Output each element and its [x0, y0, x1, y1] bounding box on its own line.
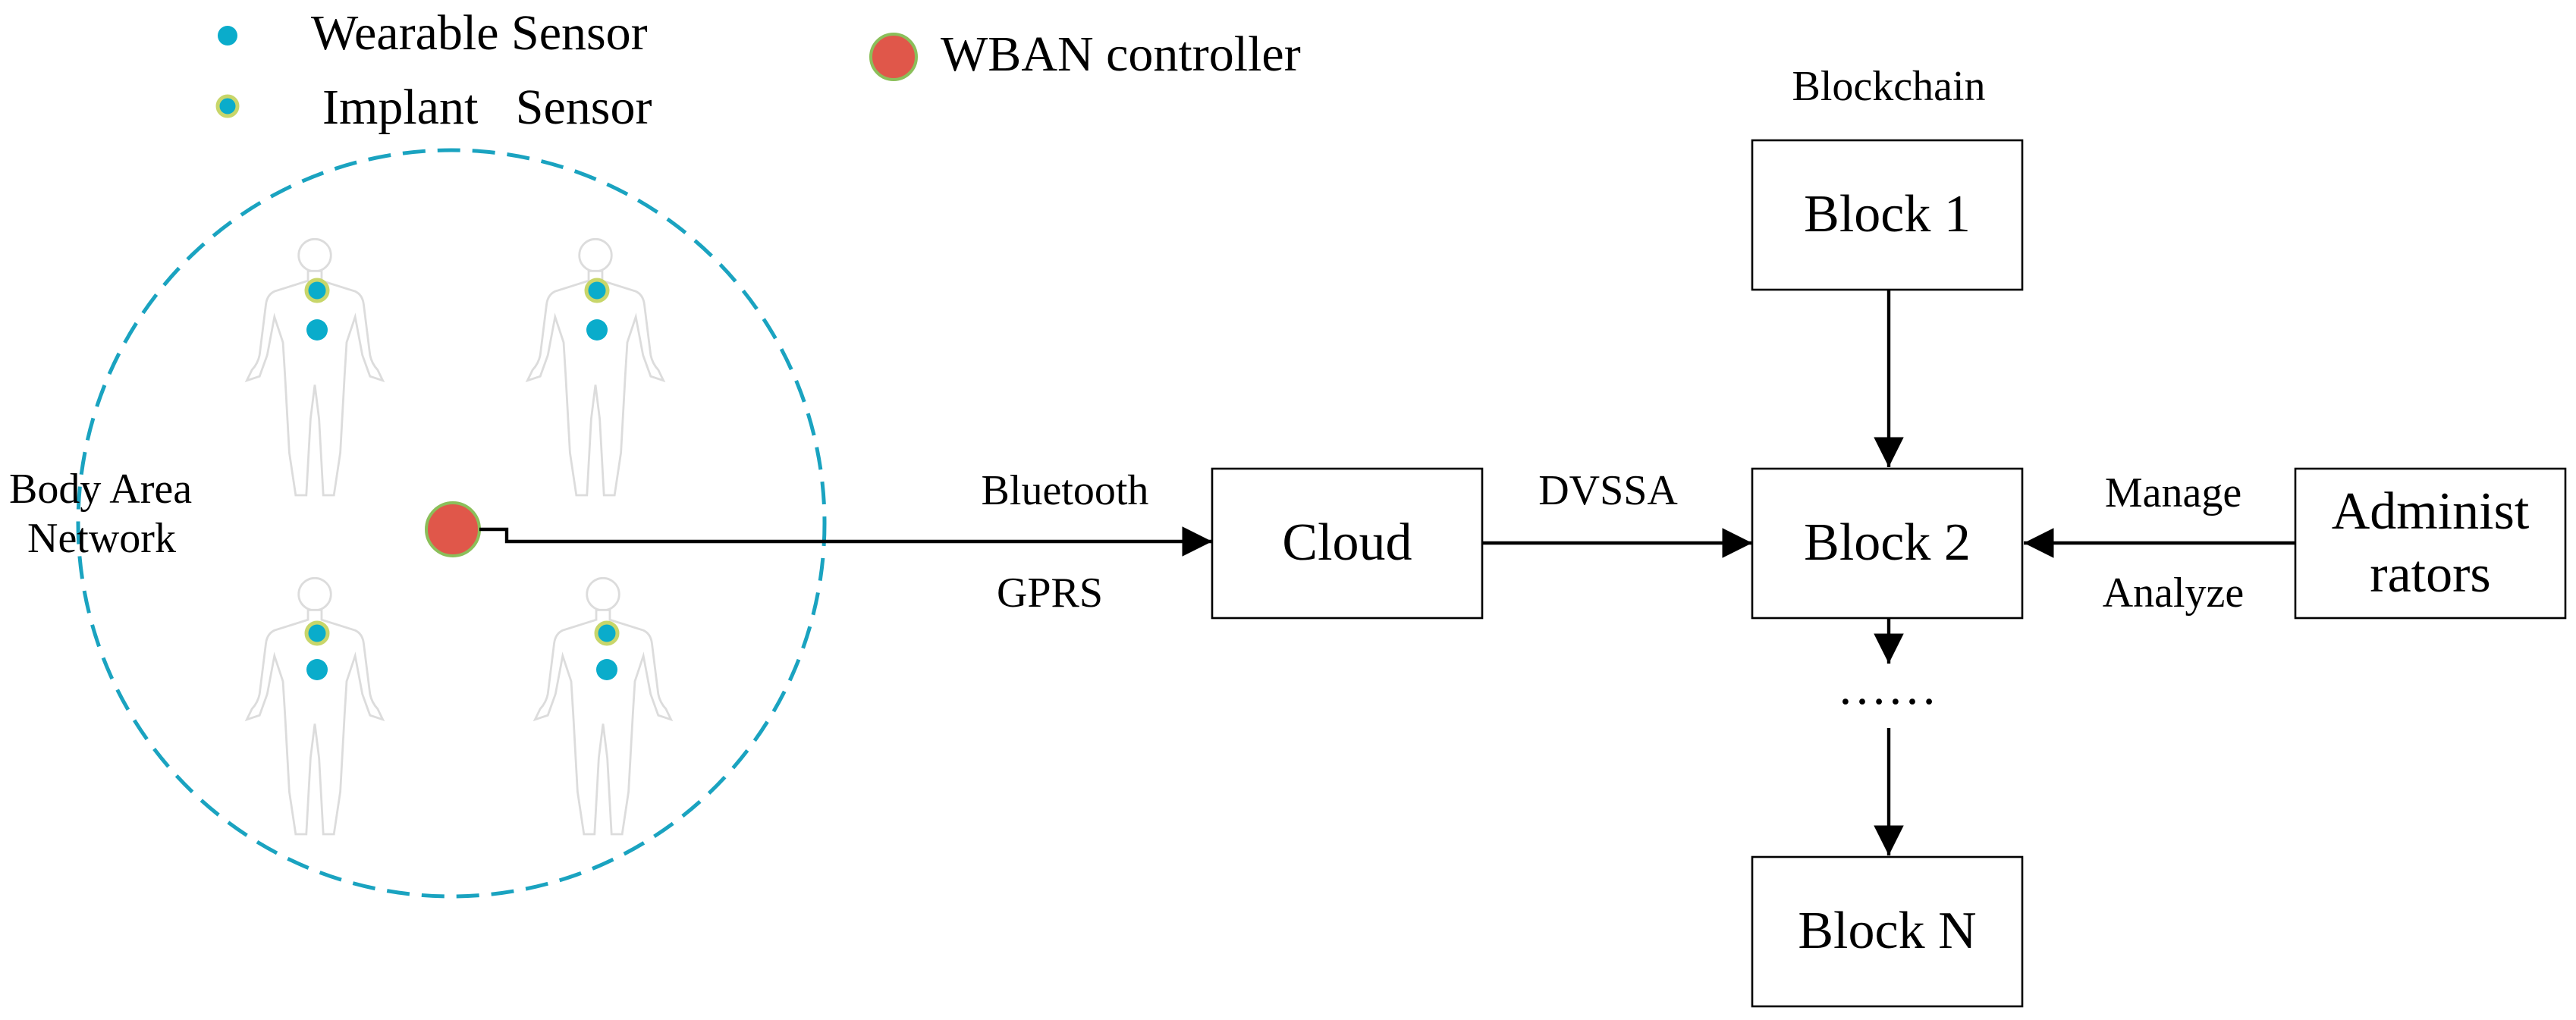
legend-implant-label: Implant Sensor: [322, 80, 652, 135]
legend: Wearable Sensor Implant Sensor WBAN cont…: [215, 5, 1301, 135]
wearable-sensor-icon: [218, 26, 237, 46]
wearable-sensor-icon: [596, 659, 617, 680]
human-figure-icon: [245, 237, 385, 497]
human-figure-icon: [526, 237, 664, 497]
implant-sensor-icon: [304, 620, 330, 646]
wban-controller-node: [425, 501, 481, 557]
link-label-manage: Manage: [2105, 469, 2241, 516]
ban-label-line1: Body Area: [9, 466, 192, 513]
implant-sensor-icon: [215, 94, 240, 118]
block-n-label: Block N: [1798, 902, 1976, 960]
wearable-sensor-icon: [306, 319, 328, 341]
human-figure-icon: [534, 576, 672, 836]
block-2-node: [1751, 467, 2024, 620]
link-label-bluetooth: Bluetooth: [982, 467, 1149, 514]
body-area-network-boundary: [76, 148, 827, 899]
block-1-label: Block 1: [1804, 185, 1971, 243]
wban-controller-icon: [869, 33, 918, 81]
administrators-node: [2294, 467, 2567, 620]
wearable-sensor-icon: [586, 319, 608, 341]
human-figure-icon: [245, 576, 385, 836]
link-label-dvssa: DVSSA: [1538, 467, 1678, 514]
ellipsis: ……: [1837, 660, 1937, 715]
link-label-analyze: Analyze: [2103, 570, 2245, 617]
wearable-sensor-icon: [306, 659, 328, 680]
body-sensors: [304, 278, 620, 680]
cloud-label: Cloud: [1282, 513, 1412, 572]
implant-sensor-icon: [304, 278, 330, 303]
implant-sensor-icon: [594, 620, 620, 646]
implant-sensor-icon: [584, 278, 610, 303]
administrators-label-line1: Administ: [2332, 482, 2530, 541]
cloud-node: [1211, 467, 1484, 620]
blockchain-title: Blockchain: [1792, 63, 1985, 110]
block-1-node: [1751, 139, 2024, 291]
block-n-node: [1751, 855, 2024, 1008]
block-2-label: Block 2: [1804, 513, 1971, 572]
edge-controller-to-cloud: [479, 526, 1212, 557]
legend-wearable-label: Wearable Sensor: [311, 5, 648, 61]
link-label-gprs: GPRS: [997, 570, 1103, 617]
administrators-label-line2: rators: [2370, 545, 2490, 604]
legend-controller-label: WBAN controller: [941, 27, 1301, 82]
ban-label-line2: Network: [27, 515, 176, 562]
